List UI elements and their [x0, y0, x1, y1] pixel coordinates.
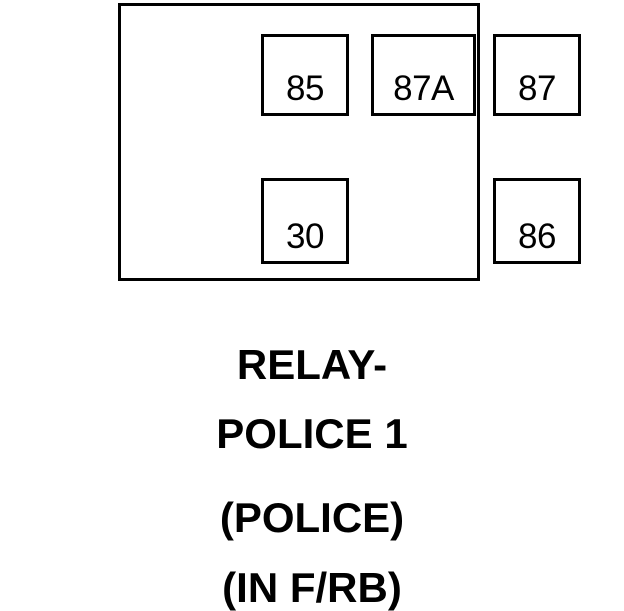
relay-pin-30-label: 30 — [286, 217, 324, 256]
relay-pin-87a-label: 87A — [393, 69, 454, 108]
relay-pin-86: 86 — [493, 178, 581, 264]
caption-line-police: (POLICE) — [219, 494, 405, 541]
relay-pin-87a: 87A — [371, 34, 476, 116]
relay-pin-87: 87 — [493, 34, 581, 116]
caption-line-in-frb: (IN F/RB) — [222, 564, 402, 611]
relay-pin-30: 30 — [261, 178, 349, 264]
relay-pin-86-label: 86 — [518, 217, 556, 256]
relay-body-outline: 85 87A 87 30 86 — [118, 3, 581, 281]
diagram-caption: RELAY- POLICE 1 (POLICE) (IN F/RB) — [0, 336, 624, 609]
relay-pin-85: 85 — [261, 34, 349, 116]
caption-line-police-1: POLICE 1 — [216, 410, 408, 457]
relay-pin-87-label: 87 — [518, 69, 556, 108]
relay-pin-85-label: 85 — [286, 69, 324, 108]
caption-line-relay: RELAY- — [236, 341, 388, 388]
